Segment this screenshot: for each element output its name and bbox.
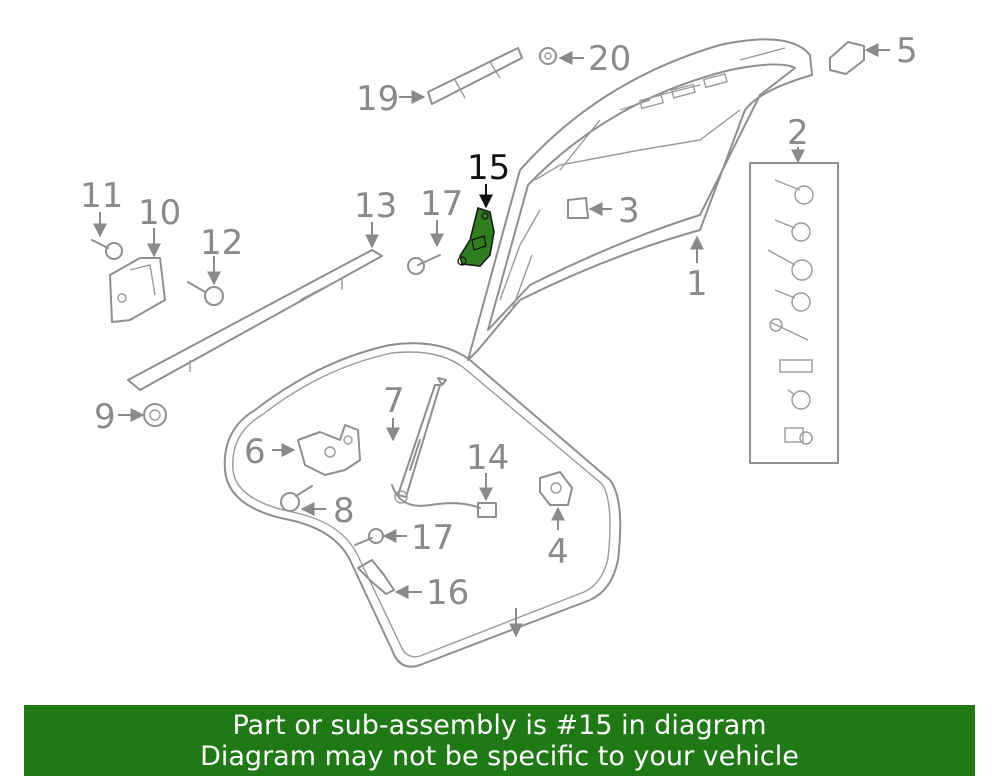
label-5: 5 bbox=[896, 31, 918, 71]
label-11: 11 bbox=[80, 176, 123, 216]
label-9: 9 bbox=[94, 397, 116, 437]
bracket-part-16 bbox=[357, 559, 395, 595]
nut-part-20 bbox=[539, 47, 557, 65]
clip-part-3 bbox=[567, 197, 589, 219]
info-banner: Part or sub-assembly is #15 in diagram D… bbox=[24, 705, 975, 776]
fastener-kit-box bbox=[749, 162, 839, 464]
nut-part-4 bbox=[539, 471, 573, 506]
label-20: 20 bbox=[588, 39, 631, 79]
label-12: 12 bbox=[200, 223, 243, 263]
nut-part-9 bbox=[143, 403, 167, 427]
label-19: 19 bbox=[356, 79, 399, 119]
strut-part-19 bbox=[427, 47, 523, 105]
pad-part-5 bbox=[829, 41, 865, 75]
bolt-part-11 bbox=[91, 239, 123, 260]
leader-arrows bbox=[93, 43, 890, 638]
label-13: 13 bbox=[354, 186, 397, 226]
bracket-part-10 bbox=[109, 257, 166, 323]
banner-line-1: Part or sub-assembly is #15 in diagram bbox=[232, 710, 767, 741]
bolt-part-12 bbox=[187, 281, 224, 306]
label-1: 1 bbox=[686, 264, 708, 304]
label-3: 3 bbox=[618, 191, 640, 231]
hinge-part-6 bbox=[297, 424, 361, 476]
trunk-lid-part bbox=[467, 38, 813, 361]
label-16: 16 bbox=[426, 573, 469, 613]
weatherstrip-seal bbox=[223, 342, 622, 668]
label-4: 4 bbox=[547, 532, 569, 572]
bracket-part-15-highlighted bbox=[457, 206, 495, 267]
label-7: 7 bbox=[383, 381, 405, 421]
label-15: 15 bbox=[467, 148, 510, 188]
label-6: 6 bbox=[244, 432, 266, 472]
bolt-part-17-upper bbox=[407, 254, 441, 275]
banner-line-2: Diagram may not be specific to your vehi… bbox=[200, 741, 799, 772]
label-2: 2 bbox=[787, 113, 809, 153]
label-8: 8 bbox=[333, 491, 355, 531]
label-17-lower: 17 bbox=[411, 518, 454, 558]
bolt-part-8 bbox=[280, 485, 313, 512]
parts-diagram: 1 2 3 4 5 6 7 8 9 10 11 12 13 14 15 16 1… bbox=[80, 31, 918, 668]
molding-strip-part-13 bbox=[127, 249, 383, 391]
label-14: 14 bbox=[466, 438, 509, 478]
cable-part-14 bbox=[391, 484, 497, 518]
bolt-part-17-lower bbox=[354, 528, 384, 546]
label-17-upper: 17 bbox=[420, 184, 463, 224]
label-10: 10 bbox=[138, 193, 181, 233]
